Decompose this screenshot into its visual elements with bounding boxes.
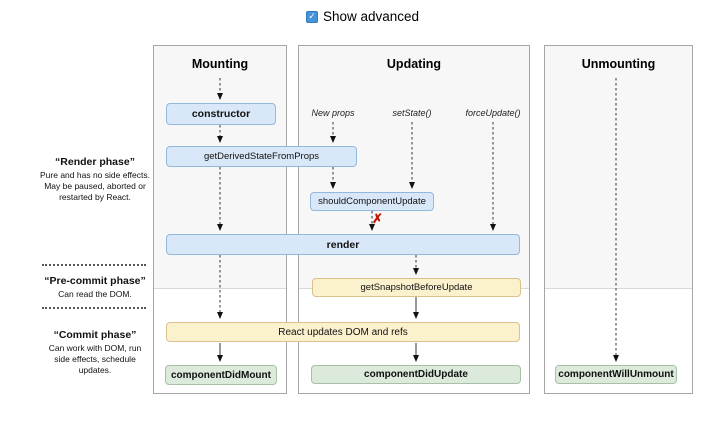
updating-column-title: Updating (386, 57, 442, 71)
node-get-derived-state-from-props[interactable]: getDerivedStateFromProps (166, 146, 357, 167)
trigger-new-props: New props (311, 108, 355, 118)
trigger-force-update: forceUpdate() (465, 108, 521, 118)
commit-phase-label: “Commit phase” Can work with DOM, run si… (40, 329, 150, 376)
show-advanced-control: ✓ Show advanced (306, 9, 419, 24)
show-advanced-label[interactable]: Show advanced (323, 9, 420, 24)
trigger-set-state: setState() (392, 108, 432, 118)
node-component-did-mount[interactable]: componentDidMount (165, 365, 277, 385)
pre-commit-phase-description: Can read the DOM. (58, 289, 132, 299)
render-phase-description: Pure and has no side effects. May be pau… (40, 170, 150, 203)
update-cancelled-x-icon: ✗ (372, 211, 383, 226)
pre-commit-phase-title: “Pre-commit phase” (44, 275, 146, 287)
phase-separator (42, 307, 146, 309)
node-should-component-update[interactable]: shouldComponentUpdate (310, 192, 434, 211)
pre-commit-phase-label: “Pre-commit phase” Can read the DOM. (40, 275, 150, 300)
node-render[interactable]: render (166, 234, 520, 255)
commit-phase-description: Can work with DOM, run side effects, sch… (48, 343, 142, 376)
node-constructor[interactable]: constructor (166, 103, 276, 125)
node-component-did-update[interactable]: componentDidUpdate (311, 365, 521, 384)
node-react-updates-dom: React updates DOM and refs (166, 322, 520, 342)
mounting-column-title: Mounting (191, 57, 249, 71)
node-component-will-unmount[interactable]: componentWillUnmount (555, 365, 677, 384)
phase-separator (42, 264, 146, 266)
unmounting-column-title: Unmounting (581, 57, 656, 71)
checkmark-icon: ✓ (308, 11, 316, 21)
render-phase-title: “Render phase” (55, 156, 135, 168)
render-phase-label: “Render phase” Pure and has no side effe… (40, 156, 150, 203)
node-get-snapshot-before-update[interactable]: getSnapshotBeforeUpdate (312, 278, 521, 297)
show-advanced-checkbox[interactable]: ✓ (306, 10, 318, 23)
commit-phase-title: “Commit phase” (53, 329, 137, 341)
